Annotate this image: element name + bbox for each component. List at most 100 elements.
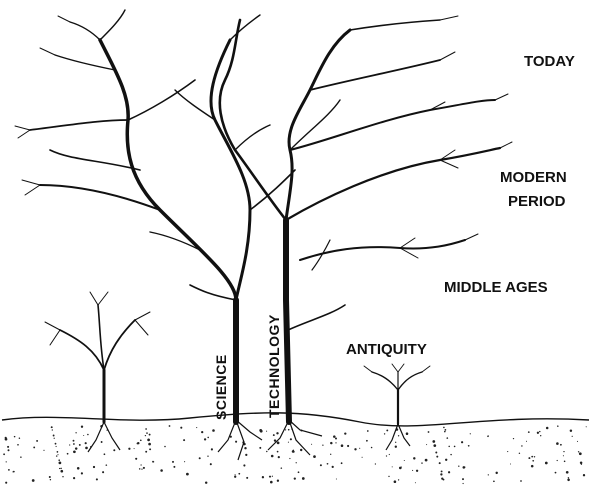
soil-speck [320, 464, 322, 466]
soil-speck [433, 444, 436, 447]
soil-speck [238, 473, 240, 475]
soil-speck [96, 478, 98, 480]
soil-speck [207, 437, 209, 439]
soil-speck [470, 433, 471, 434]
soil-speck [495, 472, 497, 474]
label-middle-ages: MIDDLE AGES [444, 279, 548, 296]
soil-speck [128, 448, 130, 450]
soil-speck [33, 446, 35, 448]
soil-speck [14, 436, 16, 438]
soil-speck [367, 430, 369, 432]
soil-speck [205, 481, 207, 483]
soil-speck [55, 443, 57, 445]
soil-speck [540, 435, 541, 436]
soil-speck [262, 476, 264, 478]
soil-speck [560, 444, 562, 446]
soil-speck [341, 462, 343, 464]
soil-speck [302, 477, 305, 480]
soil-speck [406, 432, 409, 435]
soil-speck [371, 447, 373, 449]
soil-speck [278, 456, 280, 458]
soil-speck [425, 459, 428, 462]
soil-speck [244, 447, 246, 449]
roots [88, 420, 410, 460]
soil-speck [435, 452, 437, 454]
soil-speck [415, 482, 416, 483]
soil-speck [293, 451, 295, 453]
soil-speck [557, 460, 558, 461]
soil-speck [51, 426, 53, 428]
soil-speck [440, 473, 442, 475]
soil-speck [104, 453, 106, 455]
soil-speck [443, 427, 445, 429]
soil-speck [567, 479, 570, 482]
soil-speck [73, 450, 76, 453]
soil-speck [432, 440, 435, 443]
soil-speck [145, 435, 146, 436]
soil-speck [5, 482, 7, 484]
soil-speck [36, 440, 38, 442]
soil-speck [87, 434, 89, 436]
soil-speck [153, 461, 154, 462]
soil-speck [269, 476, 271, 478]
soil-speck [335, 442, 336, 443]
soil-speck [276, 432, 278, 434]
soil-speck [81, 426, 83, 428]
soil-speck [204, 438, 206, 440]
soil-speck [277, 451, 279, 453]
soil-speck [8, 469, 10, 471]
soil-speck [43, 450, 44, 451]
soil-speck [366, 440, 368, 442]
soil-speck [169, 425, 171, 427]
soil-speck [277, 442, 280, 445]
soil-speck [273, 434, 275, 436]
soil-speck [149, 434, 151, 436]
soil-speck [59, 468, 60, 469]
soil-speck [546, 427, 549, 430]
soil-speck [20, 456, 22, 458]
soil-speck [313, 455, 316, 458]
soil-speck [106, 464, 108, 466]
soil-speck [271, 455, 274, 458]
soil-speck [141, 468, 142, 469]
soil-speck [139, 468, 141, 470]
soil-speck [563, 451, 564, 452]
soil-speck [143, 467, 145, 469]
soil-speck [539, 431, 540, 432]
soil-speck [113, 449, 115, 451]
soil-speck [568, 477, 569, 478]
soil-speck [58, 459, 60, 461]
small-tree-right [364, 364, 430, 424]
soil-speck [461, 441, 463, 443]
soil-speck [448, 471, 450, 473]
soil-speck [212, 429, 215, 432]
soil-speck [288, 429, 290, 431]
soil-speck [454, 446, 456, 448]
soil-speck [413, 457, 415, 459]
soil-speck [53, 435, 55, 437]
soil-speck [8, 449, 10, 451]
soil-speck [388, 476, 389, 477]
soil-speck [140, 464, 141, 465]
soil-speck [281, 467, 283, 469]
soil-speck [259, 429, 262, 432]
soil-speck [56, 446, 57, 447]
soil-speck [322, 445, 323, 446]
soil-speck [272, 476, 273, 477]
soil-speck [294, 477, 296, 479]
soil-speck [441, 470, 443, 472]
ground-line [2, 413, 589, 426]
soil-speck [196, 427, 197, 428]
soil-speck [17, 444, 19, 446]
soil-speck [75, 432, 76, 433]
soil-speck [5, 438, 8, 441]
soil-speck [359, 448, 360, 449]
soil-speck [563, 455, 564, 456]
label-technology: TECHNOLOGY [266, 314, 282, 418]
soil-speck [579, 452, 582, 455]
soil-speck [184, 461, 185, 462]
soil-speck [555, 472, 557, 474]
soil-speck [298, 471, 300, 473]
soil-speck [426, 444, 427, 445]
soil-speck [210, 463, 212, 465]
